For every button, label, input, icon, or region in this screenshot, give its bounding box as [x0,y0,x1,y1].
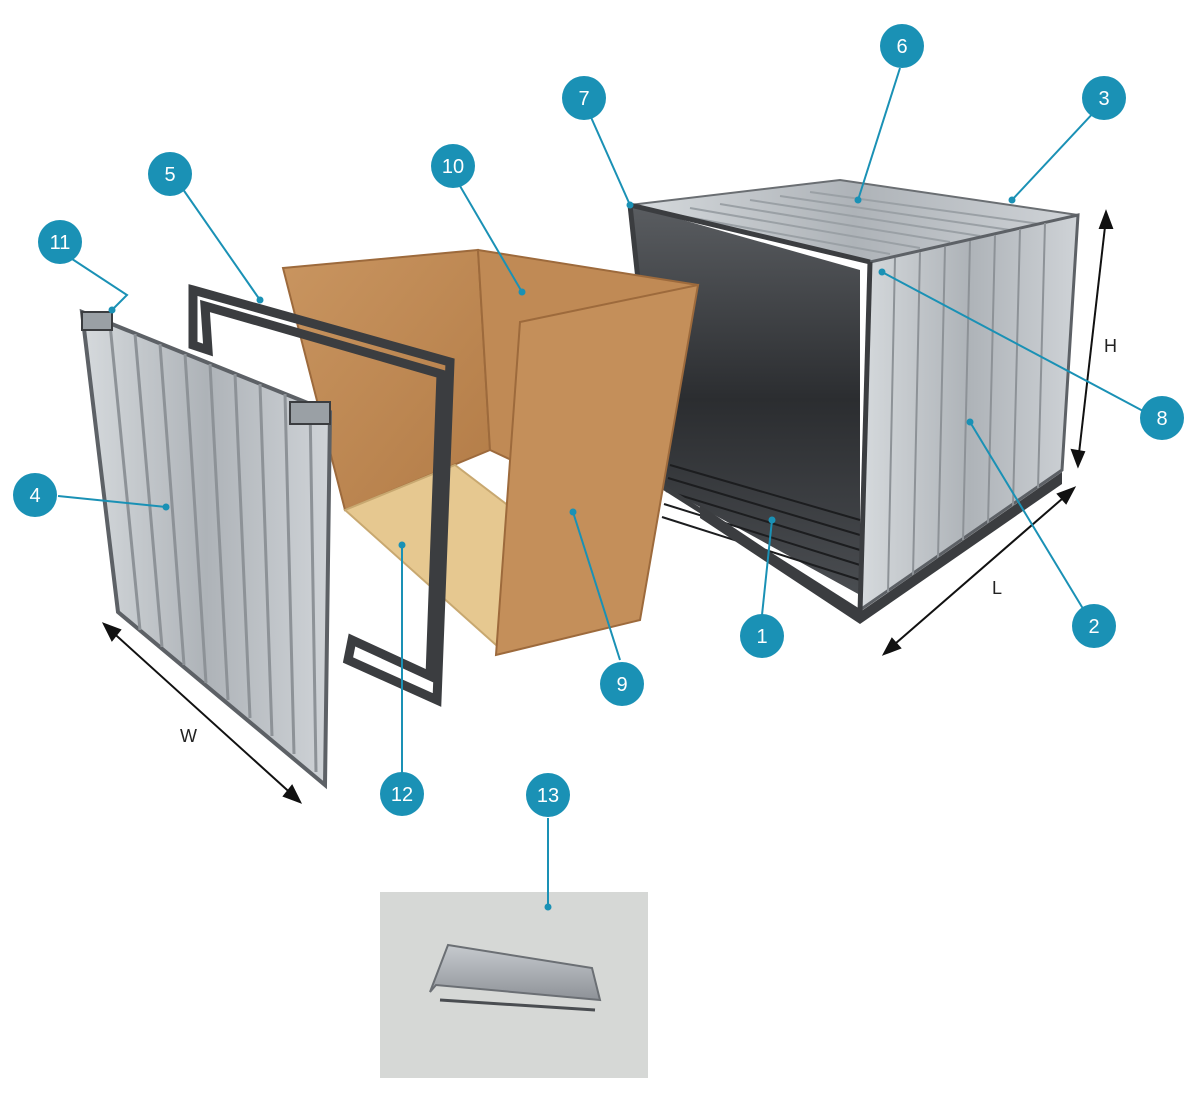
leader-11 [65,254,129,311]
leader-7 [589,114,631,206]
callout-3-label: 3 [1098,88,1109,110]
leader-10 [459,185,523,293]
liner-front-panel [494,283,700,657]
cardboard-liner [281,248,700,657]
height-arrow-head-bottom [1070,448,1086,469]
callout-2: 2 [1072,604,1116,648]
door-panel [79,308,333,790]
callout-11: 11 [38,220,82,264]
leader-2 [969,421,1086,613]
callout-13: 13 [526,773,570,817]
callout-9: 9 [600,662,644,706]
callout-13-label: 13 [537,785,559,807]
length-label: L [992,578,1002,598]
height-arrow-head-top [1098,209,1114,229]
clip-slot [439,998,596,1012]
length-arrow-head-left [881,637,902,656]
callout-7-label: 7 [578,88,589,110]
leader-3 [1011,109,1097,201]
callout-1: 1 [740,614,784,658]
callout-1-label: 1 [756,626,767,648]
height-label: H [1104,336,1117,356]
door-frame [188,284,455,707]
callout-5-label: 5 [164,164,175,186]
side-corrugation [887,222,1046,593]
length-arrow-head-right [1056,486,1077,505]
leader-6 [857,67,901,201]
callout-2-label: 2 [1088,616,1099,638]
leader-1 [761,519,773,616]
leader-8 [881,271,1146,413]
dimension-arrows [101,209,1114,804]
width-arrow-head-right [282,784,303,804]
leader-9 [572,511,621,661]
door-latch [289,401,331,425]
leader-dots [108,196,1016,911]
height-arrow [1077,217,1107,463]
width-arrow-head-left [101,622,122,642]
callout-badges: 1 2 3 4 5 6 7 8 9 10 11 12 13 [13,24,1184,817]
callout-6-label: 6 [896,36,907,58]
door-hinge-top [81,311,113,331]
length-arrow [887,491,1071,651]
callout-4-label: 4 [29,485,40,507]
callout-10-label: 10 [442,156,464,178]
clip-photo [380,892,648,1078]
callout-7: 7 [562,76,606,120]
clip-part [429,943,602,1002]
container-body [627,178,1080,624]
callout-6: 6 [880,24,924,68]
leader-lines [57,67,1146,907]
callout-9-label: 9 [616,674,627,696]
callout-8-label: 8 [1156,408,1167,430]
callout-5: 5 [148,152,192,196]
callout-4: 4 [13,473,57,517]
width-arrow [107,627,297,799]
callout-11-label: 11 [50,232,71,254]
callout-12: 12 [380,772,424,816]
leader-4 [57,495,167,508]
door-corrugation [108,323,318,773]
callout-8: 8 [1140,396,1184,440]
callout-10: 10 [431,144,475,188]
callout-3: 3 [1082,76,1126,120]
width-label: W [180,726,197,746]
callout-12-label: 12 [391,784,413,806]
leader-5 [179,184,261,301]
